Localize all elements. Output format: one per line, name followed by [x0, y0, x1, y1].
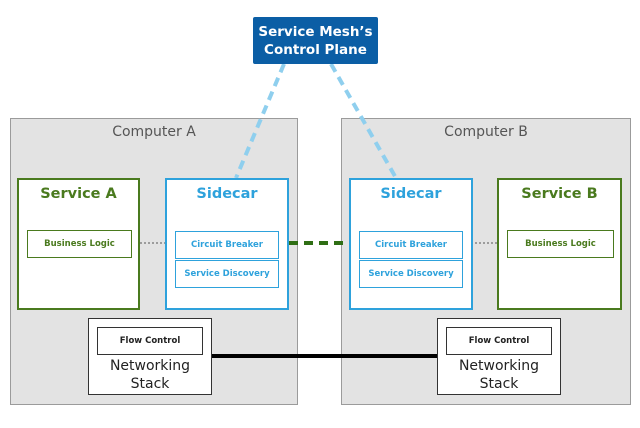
service-b-box: Service B Business Logic — [497, 178, 622, 310]
sidecar-b-title: Sidecar — [380, 186, 442, 202]
circuit-breaker-b: Circuit Breaker — [359, 231, 463, 259]
control-plane-label-line1: Service Mesh’s — [258, 24, 373, 40]
networking-stack-a-label-line2: Stack — [130, 376, 170, 392]
flow-control-b: Flow Control — [446, 327, 552, 355]
networking-stack-b-label-line2: Stack — [479, 376, 519, 392]
service-a-box: Service A Business Logic — [17, 178, 140, 310]
sidecar-a-box: Sidecar Circuit Breaker Service Discover… — [165, 178, 289, 310]
networking-stack-b-label: Networking Stack — [438, 357, 560, 393]
control-plane-box: Service Mesh’s Control Plane — [253, 17, 378, 64]
sidecar-b-box: Sidecar Circuit Breaker Service Discover… — [349, 178, 473, 310]
networking-stack-b-label-line1: Networking — [458, 358, 540, 374]
service-b-title: Service B — [521, 186, 598, 202]
computer-b-title: Computer B — [444, 124, 528, 140]
computer-a-title: Computer A — [112, 124, 196, 140]
business-logic-a: Business Logic — [27, 230, 132, 258]
business-logic-b: Business Logic — [507, 230, 614, 258]
flow-control-a: Flow Control — [97, 327, 203, 355]
service-discovery-a: Service Discovery — [175, 260, 279, 288]
circuit-breaker-a: Circuit Breaker — [175, 231, 279, 259]
service-a-title: Service A — [40, 186, 117, 202]
networking-stack-a-label: Networking Stack — [89, 357, 211, 393]
networking-stack-a-label-line1: Networking — [109, 358, 191, 374]
networking-stack-b: Flow Control Networking Stack — [437, 318, 561, 395]
control-plane-label-line2: Control Plane — [264, 42, 367, 58]
networking-stack-a: Flow Control Networking Stack — [88, 318, 212, 395]
service-discovery-b: Service Discovery — [359, 260, 463, 288]
sidecar-a-title: Sidecar — [196, 186, 258, 202]
